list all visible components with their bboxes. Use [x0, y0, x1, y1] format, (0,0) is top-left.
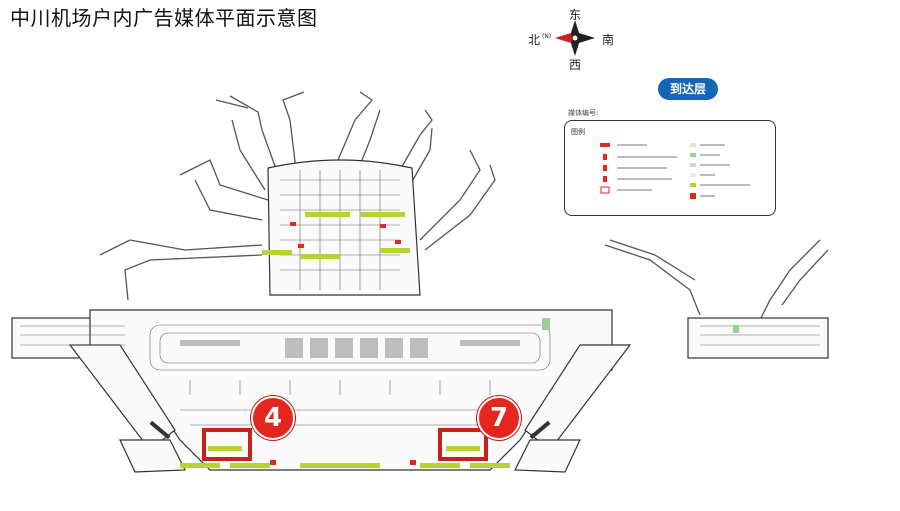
compass: 东 北 (N) 南 西: [520, 6, 630, 72]
boarding-bridges: [99, 91, 829, 321]
legend-entries: [600, 143, 750, 199]
baggage-belts: [180, 338, 520, 358]
compass-north-mark: (N): [542, 33, 552, 40]
ad-media-spots: [180, 212, 510, 468]
floor-badge: 到达层: [658, 78, 718, 100]
compass-rose-icon: [555, 20, 595, 56]
marker-4: 4: [251, 396, 295, 440]
compass-south: 南: [602, 33, 615, 47]
floor-plan-details: [20, 170, 820, 426]
ad-location-4-frame: [202, 428, 252, 461]
compass-north: 北: [528, 33, 541, 47]
page-title: 中川机场户内广告媒体平面示意图: [10, 6, 318, 30]
escalators: [149, 420, 551, 440]
legend-caption: 媒体编号:: [568, 109, 599, 117]
ad-media-red-marks: [270, 222, 416, 465]
compass-west: 西: [569, 58, 582, 72]
service-rooms: [542, 318, 739, 333]
legend-panel: 图例: [564, 120, 776, 216]
ad-location-7-frame: [438, 428, 488, 461]
compass-east: 东: [569, 8, 582, 22]
legend-title: 图例: [571, 128, 585, 136]
marker-7: 7: [477, 396, 521, 440]
